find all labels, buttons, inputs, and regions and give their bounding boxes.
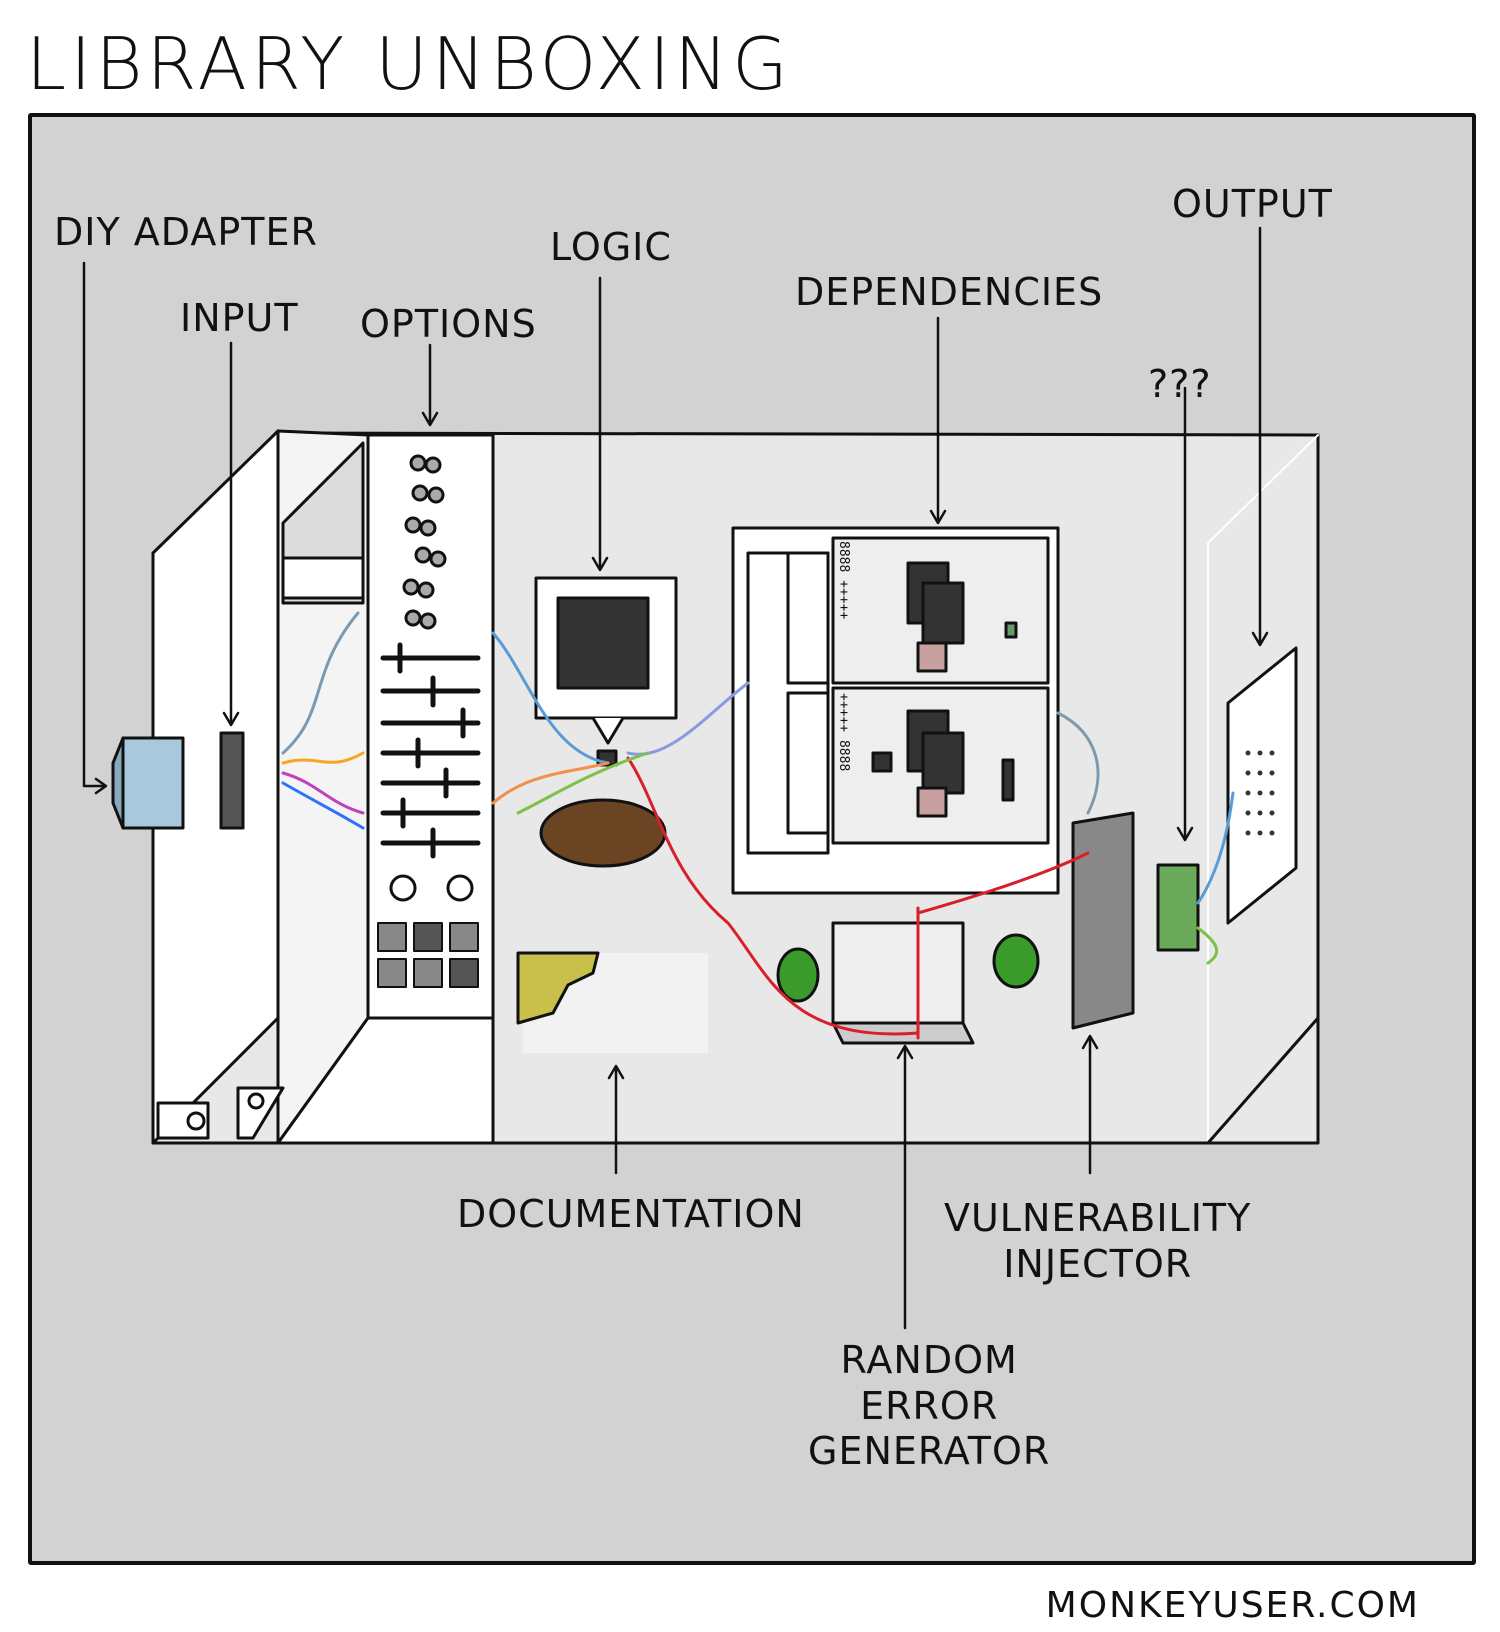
label-vulnerability-injector-line2: INJECTOR: [1003, 1241, 1193, 1286]
label-vulnerability-injector-line1: VULNERABILITY: [944, 1196, 1252, 1240]
site-credit: MONKEYUSER.COM: [1045, 1585, 1420, 1626]
options-knob: [446, 874, 474, 902]
label-input: INPUT: [180, 296, 299, 340]
label-documentation: DOCUMENTATION: [457, 1192, 805, 1236]
logic-block: [534, 576, 678, 767]
options-buttons: [377, 922, 479, 988]
random-error-generator: [831, 906, 975, 1045]
label-dependencies: DEPENDENCIES: [795, 270, 1104, 314]
label-vulnerability-injector: VULNERABILITY INJECTOR: [944, 1196, 1251, 1287]
bug: [992, 933, 1040, 989]
options-toggles: [402, 454, 447, 630]
label-diy-adapter: DIY ADAPTER: [54, 210, 318, 254]
options-knob: [389, 874, 417, 902]
library-box-illustration: 8888 +++++ +++++ 8888: [82, 226, 1320, 1330]
label-logic: LOGIC: [550, 225, 672, 269]
label-options: OPTIONS: [360, 302, 537, 346]
potato: [539, 798, 667, 868]
bug: [776, 947, 820, 1003]
comic-title: LIBRARY UNBOXING: [26, 22, 792, 106]
vulnerability-injector: [1071, 811, 1135, 1030]
options-sliders: [380, 642, 481, 859]
label-random-error-generator-line2: ERROR: [860, 1383, 999, 1428]
unknown-component: [1156, 863, 1200, 952]
dependency-text-bottom: +++++ 8888: [836, 693, 851, 771]
wires: [281, 611, 1235, 1036]
dependencies-cabinet: [731, 526, 1060, 895]
label-random-error-generator-line3: GENERATOR: [808, 1429, 1051, 1474]
arrow-diy-adapter: [82, 261, 105, 788]
input-port: [219, 731, 245, 830]
documentation: [516, 951, 708, 1053]
diy-adapter: [111, 736, 185, 830]
label-arrows: [82, 226, 1269, 1330]
label-random-error-generator: RANDOM ERROR GENERATOR: [808, 1338, 1050, 1475]
label-unknown: ???: [1148, 362, 1212, 406]
dependency-text-top: 8888 +++++: [836, 541, 851, 619]
label-output: OUTPUT: [1172, 182, 1333, 226]
label-random-error-generator-line1: RANDOM: [840, 1338, 1018, 1382]
output-panel: [1226, 646, 1298, 925]
